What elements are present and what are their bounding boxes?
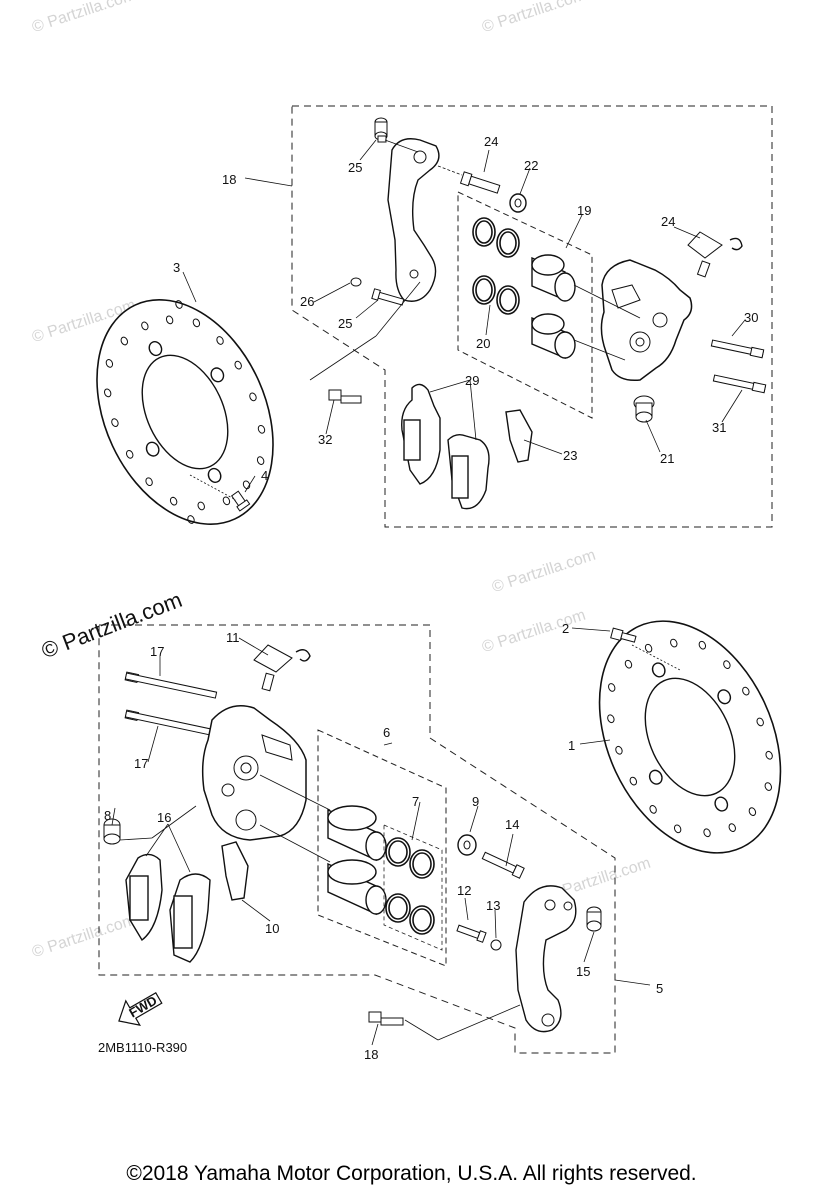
brake-pads-30 bbox=[401, 383, 490, 510]
callout-6: 6 bbox=[383, 725, 390, 740]
callout-4: 4 bbox=[261, 468, 268, 483]
callout-17: 17 bbox=[150, 644, 164, 659]
callout-3: 3 bbox=[173, 260, 180, 275]
rotor-bolt-2 bbox=[610, 627, 637, 643]
caliper-pin-8 bbox=[103, 818, 121, 845]
guide-pin-31b bbox=[712, 374, 767, 394]
callout-14: 14 bbox=[505, 817, 519, 832]
callout-12: 12 bbox=[457, 883, 471, 898]
callout-11: 11 bbox=[226, 630, 240, 645]
caliper-pistons-20 bbox=[531, 254, 576, 360]
callout-16: 16 bbox=[157, 810, 171, 825]
callout-1: 1 bbox=[568, 738, 575, 753]
callout-21: 20 bbox=[476, 336, 490, 351]
callout-24: 23 bbox=[563, 448, 577, 463]
group-outline-20 bbox=[457, 191, 593, 419]
brake-disc-rotor bbox=[96, 299, 274, 525]
bracket-pin-15 bbox=[586, 906, 602, 932]
caliper-pin-22 bbox=[633, 395, 655, 423]
callout-32: 32 bbox=[318, 432, 332, 447]
callout-29: 25 bbox=[348, 160, 362, 175]
piston-seals-21 bbox=[472, 217, 520, 315]
bracket-pin-29 bbox=[374, 117, 388, 143]
washer-27 bbox=[350, 277, 362, 287]
callout-17b: 17 bbox=[134, 756, 148, 771]
group-outline-6 bbox=[317, 729, 447, 967]
callout-19: 18 bbox=[222, 172, 236, 187]
callout-labels: 18 25 24 22 19 24 3 26 25 20 30 32 29 31… bbox=[104, 134, 758, 1062]
group-outline-19 bbox=[291, 105, 773, 528]
callout-18: 18 bbox=[364, 1047, 378, 1062]
guide-pin-17b bbox=[124, 709, 218, 737]
brake-pads-16 bbox=[125, 853, 211, 963]
callout-26: 25 bbox=[338, 316, 352, 331]
brake-disc-rotor-front bbox=[598, 620, 782, 854]
callout-25: 24 bbox=[661, 214, 675, 229]
bleed-bolt-26 bbox=[371, 288, 405, 306]
pad-shim-10 bbox=[221, 841, 249, 901]
callout-7: 7 bbox=[412, 794, 419, 809]
pin-boot-9 bbox=[457, 834, 477, 856]
bleed-screw-11 bbox=[253, 644, 311, 692]
group-outline-5 bbox=[98, 624, 616, 1054]
pin-boot-23 bbox=[509, 193, 527, 213]
fwd-arrow-icon: FWD bbox=[118, 991, 163, 1026]
caliper-body-upper bbox=[600, 259, 693, 382]
slide-pin-28 bbox=[459, 171, 501, 194]
bleed-screw-25 bbox=[687, 231, 743, 278]
rotor-bolt-4 bbox=[230, 490, 251, 512]
callout-28: 24 bbox=[484, 134, 498, 149]
diagram-code: 2MB1110-R390 bbox=[98, 1040, 188, 1055]
caliper-bolt-18 bbox=[368, 1011, 404, 1026]
callout-31: 30 bbox=[744, 310, 758, 325]
caliper-bracket-lower bbox=[515, 885, 577, 1033]
callout-27: 26 bbox=[300, 294, 314, 309]
callout-8: 8 bbox=[104, 808, 111, 823]
caliper-bracket-upper bbox=[387, 138, 440, 302]
guide-pin-17a bbox=[124, 671, 218, 699]
callout-20: 19 bbox=[577, 203, 591, 218]
callout-23: 22 bbox=[524, 158, 538, 173]
callout-31b: 31 bbox=[712, 420, 726, 435]
callout-2: 2 bbox=[562, 621, 569, 636]
piston-seals-7 bbox=[385, 837, 435, 935]
slide-pin-14 bbox=[481, 851, 525, 879]
callout-15: 15 bbox=[576, 964, 590, 979]
callout-22: 21 bbox=[660, 451, 674, 466]
washer-13 bbox=[490, 939, 502, 951]
caliper-pistons-6 bbox=[327, 805, 387, 916]
pad-shim-24 bbox=[505, 409, 533, 463]
callout-5: 5 bbox=[656, 981, 663, 996]
guide-pin-31a bbox=[710, 339, 765, 359]
bleed-bolt-12 bbox=[456, 924, 487, 943]
caliper-bolt-32 bbox=[328, 389, 362, 404]
callout-10: 10 bbox=[265, 921, 279, 936]
callout-30: 29 bbox=[465, 373, 479, 388]
callout-13: 13 bbox=[486, 898, 500, 913]
callout-9: 9 bbox=[472, 794, 479, 809]
copyright-notice: ©2018 Yamaha Motor Corporation, U.S.A. A… bbox=[126, 1162, 697, 1185]
